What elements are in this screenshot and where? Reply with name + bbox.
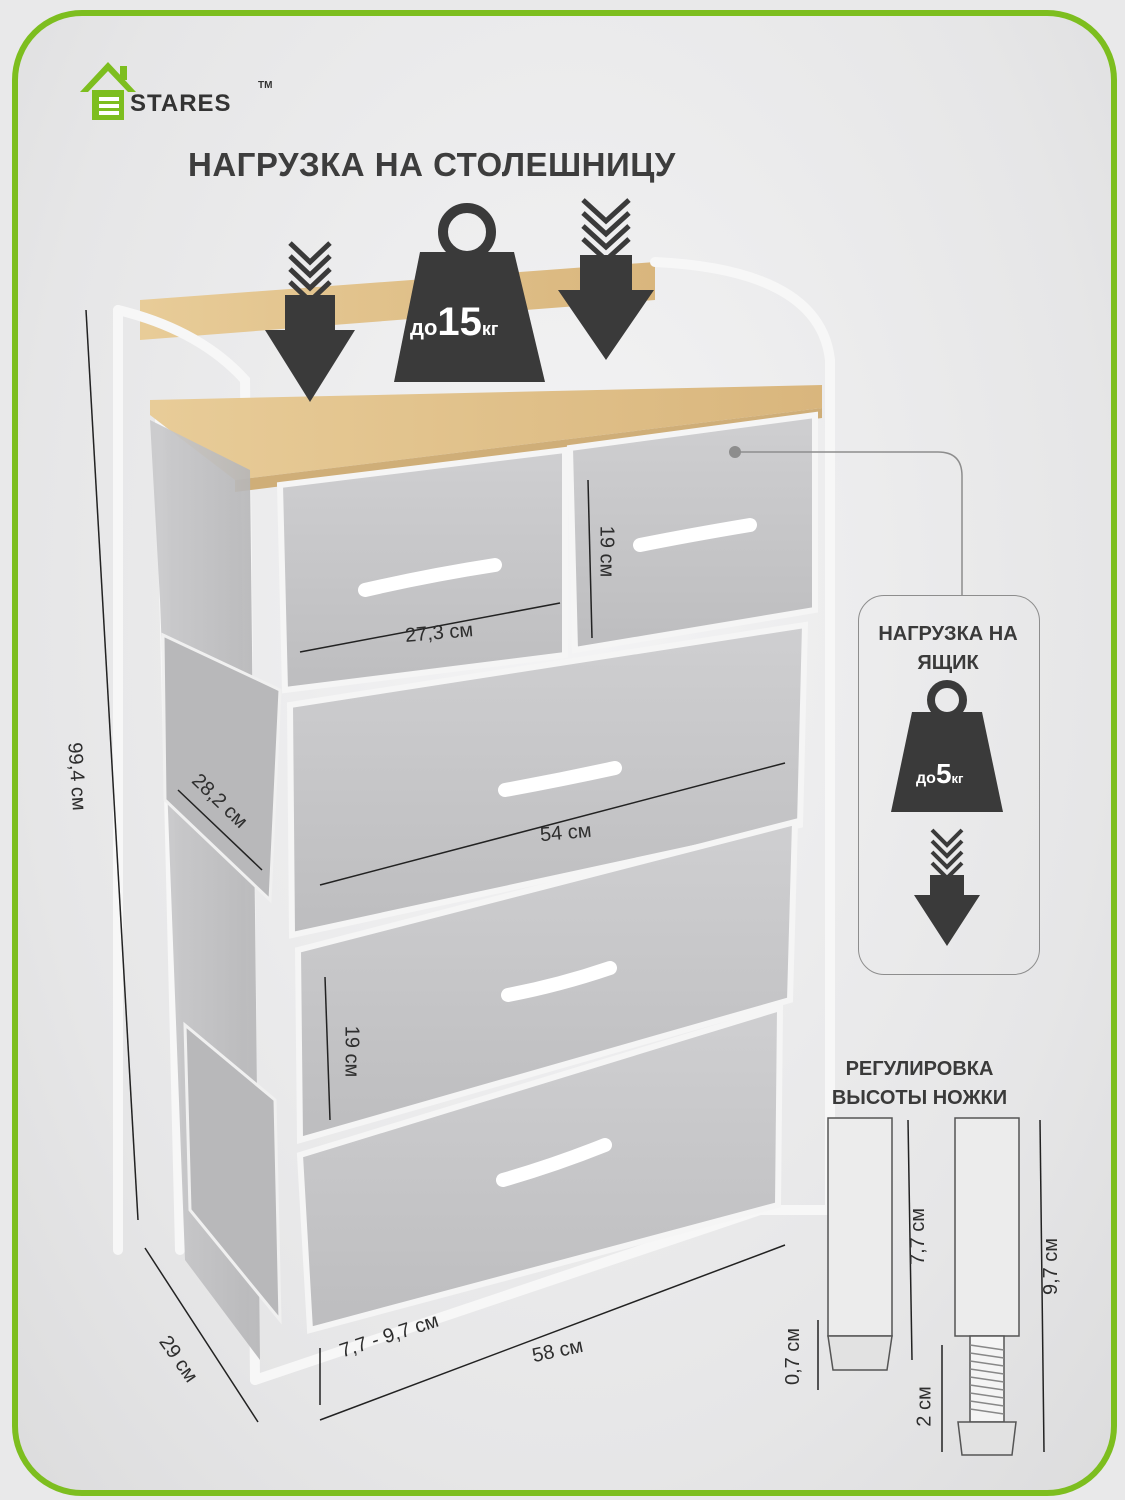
load-arrow-left bbox=[288, 241, 332, 305]
large-drawer-1 bbox=[286, 621, 809, 939]
small-drawer-right bbox=[566, 411, 818, 654]
dim-total-height: 99,4 см bbox=[63, 741, 90, 812]
leg-diagram-max bbox=[954, 1117, 1020, 1456]
callout-line bbox=[735, 451, 963, 595]
brand-trademark: TM bbox=[258, 80, 273, 91]
drawer-load-title: НАГРУЗКА НА ЯЩИК bbox=[878, 623, 1018, 674]
dim-large-drawer-width: 54 см bbox=[539, 819, 593, 847]
drawer-handle bbox=[501, 961, 617, 1002]
large-drawer-2 bbox=[294, 818, 799, 1144]
weight-icon-drawer bbox=[891, 680, 1003, 812]
drawer-handle bbox=[358, 558, 502, 597]
leg-diagram-min bbox=[827, 1117, 893, 1371]
drawer-handle bbox=[496, 1138, 612, 1187]
drawer-load-panel bbox=[858, 595, 1040, 975]
load-arrow-right bbox=[581, 198, 631, 264]
dim-leg-max: 9,7 см bbox=[1040, 1237, 1063, 1296]
small-drawer-left bbox=[276, 446, 568, 694]
headline: НАГРУЗКА НА СТОЛЕШНИЦУ bbox=[188, 146, 676, 183]
dimension-lines bbox=[85, 309, 1045, 1453]
dim-small-drawer-height: 19 см bbox=[595, 525, 618, 578]
top-load-label: до15кг bbox=[410, 300, 499, 344]
dim-foot-height: 0,7 см bbox=[782, 1327, 805, 1386]
dim-leg-min: 7,7 см bbox=[907, 1207, 930, 1266]
drawer-load-label: до5кг bbox=[916, 758, 964, 789]
weight-icon-top bbox=[394, 203, 545, 382]
large-drawer-3 bbox=[296, 1003, 784, 1334]
drawer-handle bbox=[498, 761, 622, 797]
dim-large-drawer-height: 19 см bbox=[340, 1025, 363, 1078]
brand-name: STARES bbox=[130, 90, 232, 117]
tabletop bbox=[150, 385, 822, 480]
leg-adjust-title: РЕГУЛИРОВКА ВЫСОТЫ НОЖКИ bbox=[831, 1058, 1008, 1109]
dim-screw-height: 2 см bbox=[913, 1386, 936, 1427]
drawer-handle bbox=[633, 518, 757, 552]
back-panel bbox=[140, 262, 655, 340]
